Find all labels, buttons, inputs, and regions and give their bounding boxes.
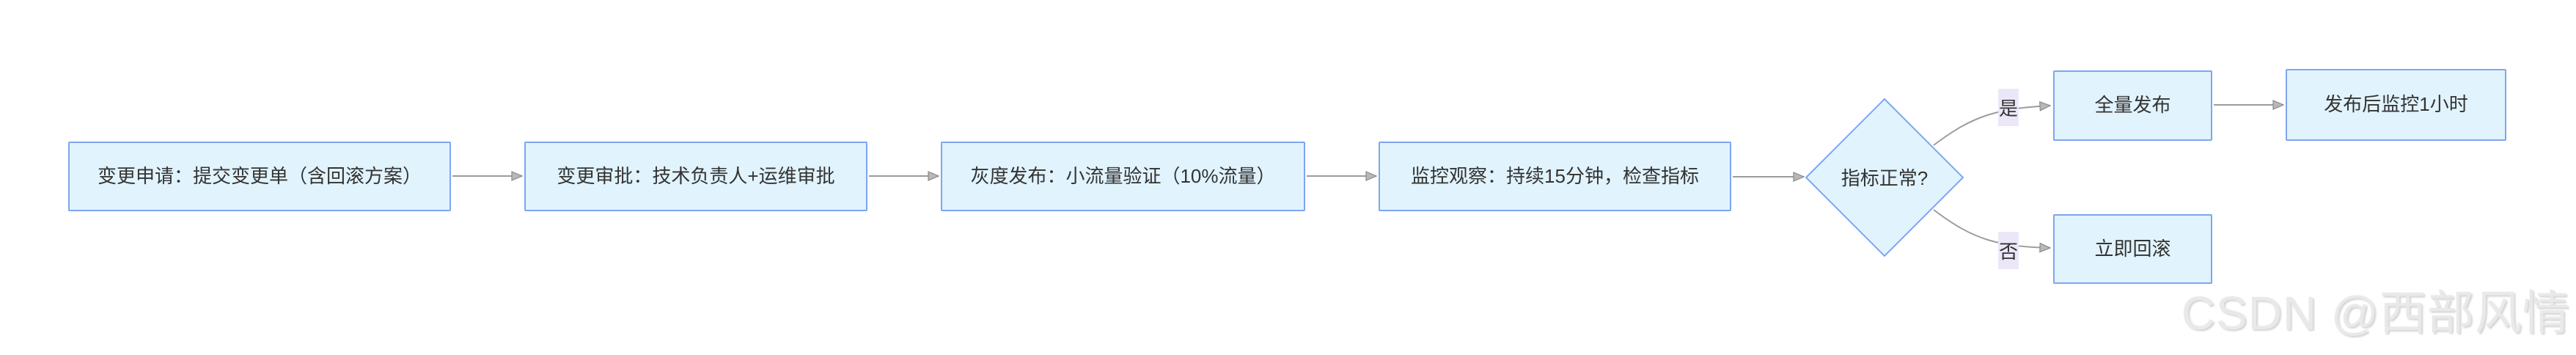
node-full-release: 全量发布 [2053,70,2212,141]
node-canary-release: 灰度发布：小流量验证（10%流量） [941,142,1305,211]
csdn-watermark: CSDN @西部风情 [2181,287,2570,340]
node-monitoring: 监控观察：持续15分钟，检查指标 [1379,142,1731,211]
edge-decision-no [1933,209,2050,248]
node-post-release-monitor: 发布后监控1小时 [2286,69,2506,141]
edge-decision-yes [1933,106,2050,146]
node-change-request: 变更申请：提交变更单（含回滚方案） [68,142,451,211]
node-rollback: 立即回滚 [2053,214,2212,284]
node-decision-label: 指标正常? [1841,166,1929,189]
edge-label-no: 否 [1998,232,2019,269]
node-change-approval: 变更审批：技术负责人+运维审批 [524,142,867,211]
edge-label-yes: 是 [1998,89,2019,126]
